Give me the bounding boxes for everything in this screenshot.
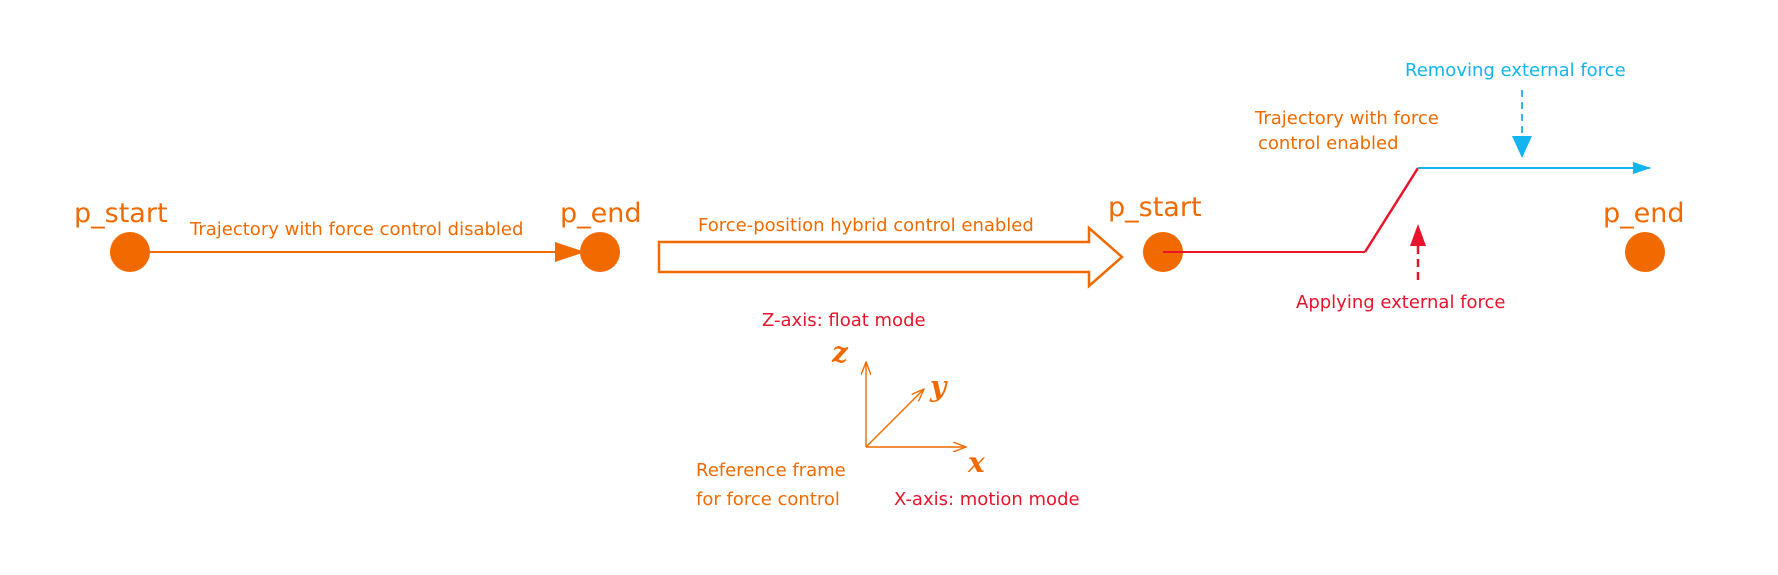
y-axis-letter: y [929, 370, 948, 403]
trajectory-label-force-disabled: Trajectory with force control disabled [189, 219, 523, 240]
trajectory-label-force-enabled-line2: control enabled [1258, 133, 1399, 154]
removing-force-label: Removing external force [1405, 60, 1626, 81]
z-axis-letter: z [831, 336, 849, 369]
hybrid-control-hollow-arrow [657, 225, 1124, 289]
p-end-label-left: p_end [560, 198, 642, 229]
z-axis-mode-label: Z-axis: float mode [762, 310, 926, 331]
y-axis-arrow [865, 389, 924, 448]
x-axis-letter: x [967, 446, 985, 479]
removing-force-arrowhead [1512, 136, 1532, 158]
external-force-diagonal-line [1363, 167, 1420, 253]
trajectory-label-force-enabled-line1: Trajectory with force [1254, 108, 1439, 129]
x-axis-mode-label: X-axis: motion mode [894, 489, 1080, 510]
p-start-label-left: p_start [74, 198, 168, 229]
applying-force-arrowhead [1410, 224, 1426, 246]
p-start-label-right: p_start [1108, 192, 1202, 223]
reference-frame-caption-line2: for force control [696, 489, 840, 510]
trajectory-arrowhead [555, 242, 585, 262]
p-end-point-left [580, 232, 620, 272]
p-end-point-right [1625, 232, 1665, 272]
hybrid-control-label: Force-position hybrid control enabled [698, 215, 1034, 236]
p-start-point-left [110, 232, 150, 272]
reference-frame-caption-line1: Reference frame [696, 460, 846, 481]
p-end-label-right: p_end [1603, 198, 1685, 229]
applying-force-label: Applying external force [1296, 292, 1506, 313]
